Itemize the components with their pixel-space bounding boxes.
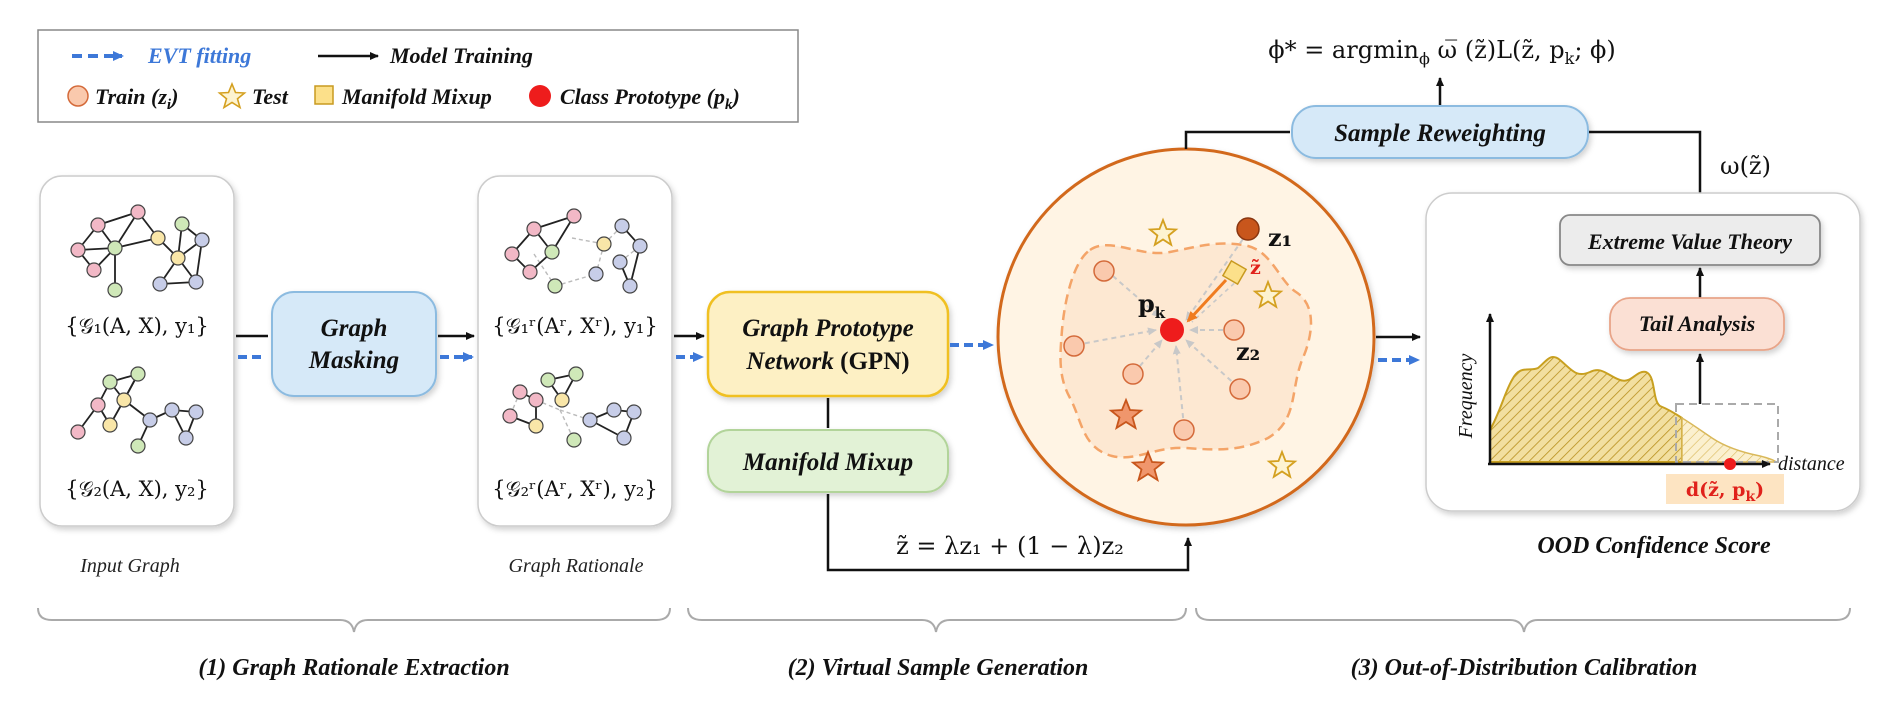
train-legend-dot — [67, 85, 89, 107]
mixup-legend-square — [314, 85, 334, 105]
histogram-body — [1489, 356, 1683, 463]
circle-to-reweight-line — [1184, 130, 1290, 149]
section-label-1: (1) Graph Rationale Extraction — [198, 655, 509, 681]
graph-rationale-panel: {𝒢₁ʳ(Aʳ, Xʳ), y₁} {𝒢₂ʳ(Aʳ, Xʳ), y — [477, 175, 673, 527]
section-label-3: (3) Out-of-Distribution Calibration — [1351, 655, 1698, 681]
prototype-legend-dot — [529, 85, 551, 107]
rationale-graph-2-label: {𝒢₂ʳ(Aʳ, Xʳ), y₂} — [492, 477, 657, 501]
mixup-legend-label: Manifold Mixup — [341, 84, 492, 109]
input-graph-1-nodes — [70, 204, 210, 298]
tail-analysis-label: Tail Analysis — [1639, 311, 1755, 336]
train-legend-label: Train (zi) — [95, 84, 178, 113]
histogram-tail — [1681, 416, 1778, 463]
ood-to-reweight-line — [1588, 130, 1702, 193]
class-prototype-point — [1160, 318, 1184, 342]
graph-masking-box: Graph Masking — [271, 291, 437, 397]
distance-marker-dot — [1724, 458, 1736, 470]
ztilde-to-prototype-arrow — [1186, 278, 1228, 323]
x-axis-label: distance — [1778, 453, 1845, 475]
mixup-sample-square — [1221, 259, 1248, 286]
graph-masking-line1: Graph — [321, 315, 388, 342]
input-graph-caption: Input Graph — [79, 555, 179, 577]
omega-label: ω(z̃) — [1720, 152, 1771, 180]
input-graph-1-label: {𝒢₁(A, X), y₁} — [65, 314, 209, 338]
rationale-graph-1-label: {𝒢₁ʳ(Aʳ, Xʳ), y₁} — [492, 314, 657, 338]
z2-to-ztilde-line — [1191, 277, 1241, 323]
graph-masking-line2: Masking — [308, 347, 399, 374]
evt-label: Extreme Value Theory — [1587, 229, 1792, 254]
class-boundary-blob — [1059, 242, 1313, 459]
embedding-space-circle: pk z₁ z₂ z̃ — [996, 147, 1376, 527]
brace-3 — [1195, 607, 1851, 633]
distance-marker-bg — [1666, 474, 1784, 504]
input-graph-2-nodes — [70, 366, 204, 454]
distance-marker-label: d(z̃, pk) — [1686, 479, 1764, 505]
test-legend-star — [217, 81, 247, 110]
input-graph-2-label: {𝒢₂(A, X), y₂} — [65, 477, 209, 501]
rationale-graph-2 — [502, 366, 642, 448]
ztilde-label: z̃ — [1250, 257, 1261, 279]
tail-analysis-box: Tail Analysis — [1609, 297, 1785, 351]
mixup-to-circle-arrow — [826, 494, 1192, 572]
sample-reweighting-box: Sample Reweighting — [1291, 105, 1589, 159]
manifold-mixup-box: Manifold Mixup — [707, 429, 949, 493]
section-label-2: (2) Virtual Sample Generation — [788, 655, 1089, 681]
manifold-mixup-label: Manifold Mixup — [742, 449, 913, 476]
prototype-legend-label: Class Prototype (pk) — [560, 84, 740, 113]
z1-label: z₁ — [1268, 223, 1292, 252]
rationale-graph-1 — [504, 208, 648, 294]
z1-point — [1236, 217, 1260, 241]
graph-rationale-caption: Graph Rationale — [509, 555, 644, 577]
gpn-line1: Graph Prototype — [742, 315, 914, 342]
ood-star-2 — [1130, 449, 1166, 483]
train-points — [1063, 260, 1251, 441]
ood-caption: OOD Confidence Score — [1537, 533, 1771, 559]
evt-box: Extreme Value Theory — [1559, 214, 1821, 266]
gpn-line2: Network (GPN) — [745, 348, 909, 375]
legend: EVT fitting Model Training Train (zi) Te… — [37, 29, 799, 123]
objective-formula: ϕ* = argminϕ ω̅ (z̃)L(z̃, pk; ϕ) — [1268, 36, 1616, 68]
ood-panel: Extreme Value Theory Tail Analysis Frequ… — [1425, 192, 1861, 512]
brace-2 — [687, 607, 1187, 633]
evt-legend-label: EVT fitting — [147, 43, 251, 68]
test-legend-label: Test — [252, 84, 289, 109]
test-star-1 — [1147, 217, 1179, 247]
training-legend-label: Model Training — [389, 43, 533, 68]
ood-star-1 — [1108, 397, 1144, 431]
y-axis-label: Frequency — [1455, 353, 1477, 439]
test-star-2 — [1252, 279, 1284, 309]
brace-1 — [37, 607, 671, 633]
input-graph-panel: {𝒢₁(A, X), y₁} {𝒢₂(A, X), y₂} — [39, 175, 235, 527]
pk-label: pk — [1138, 289, 1166, 322]
mixup-formula: z̃ = λz₁ + (1 − λ)z₂ — [896, 532, 1124, 560]
test-star-3 — [1266, 449, 1298, 479]
z2-label: z₂ — [1236, 337, 1260, 366]
sample-reweighting-label: Sample Reweighting — [1334, 120, 1546, 147]
gpn-box: Graph Prototype Network (GPN) — [706, 290, 950, 398]
